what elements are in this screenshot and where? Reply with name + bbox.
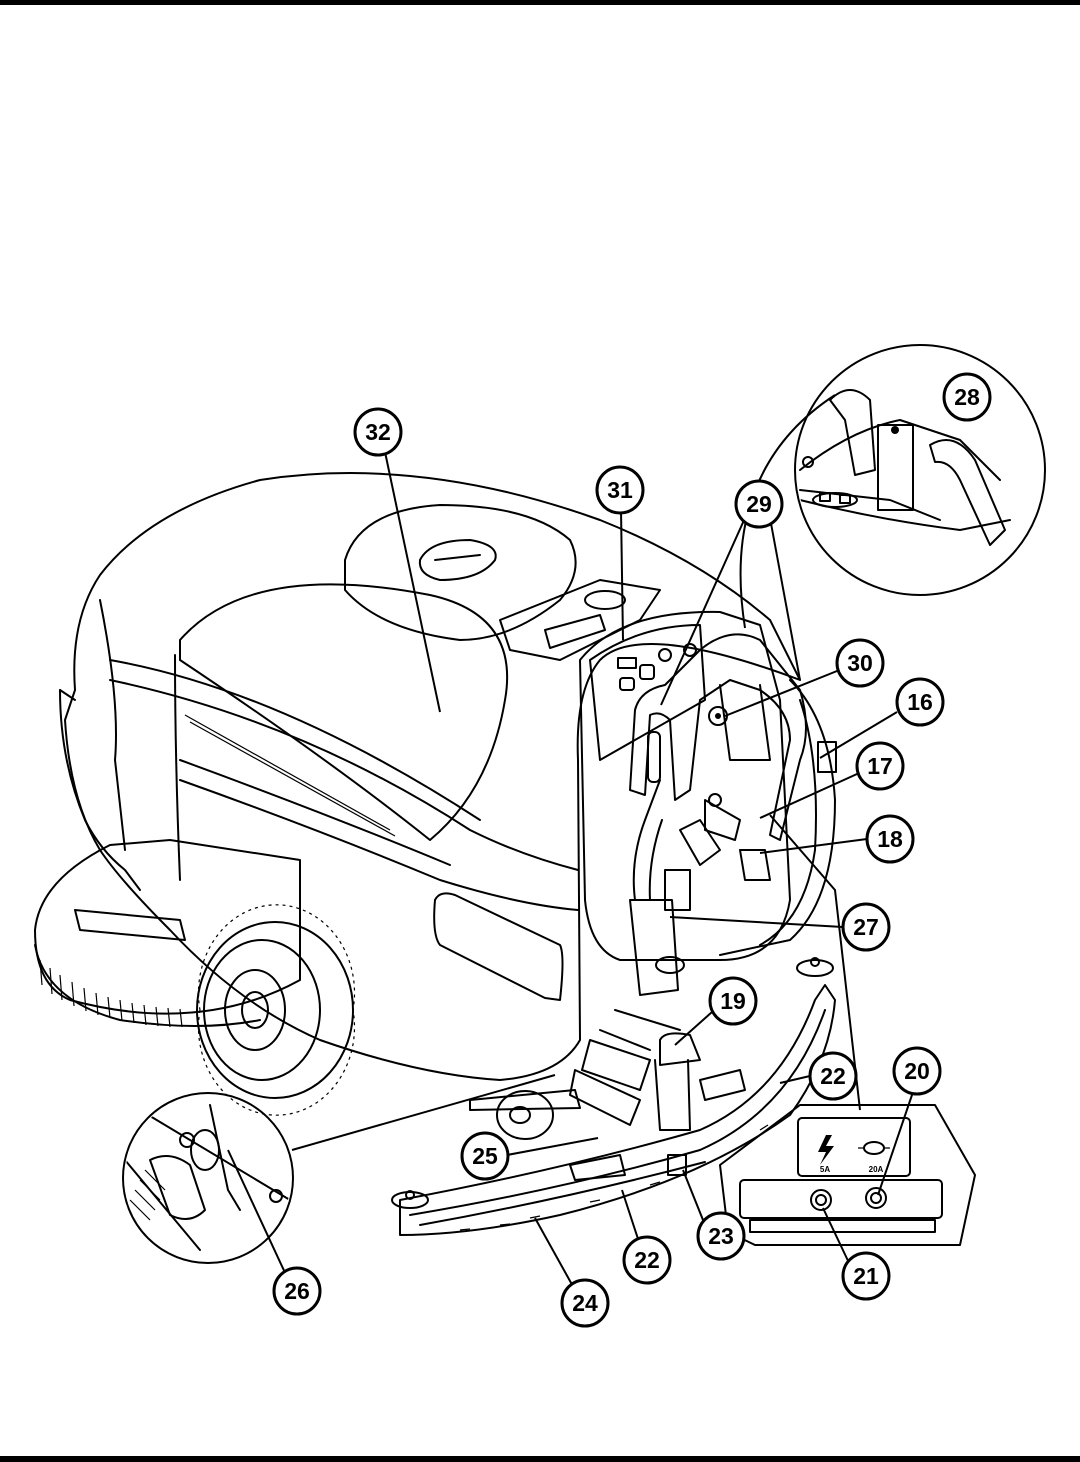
svg-text:19: 19	[720, 988, 746, 1014]
callout-20: 20	[892, 1046, 942, 1096]
top-rule	[0, 0, 1080, 5]
svg-text:22: 22	[820, 1063, 846, 1089]
charger-rating-left: 5A	[820, 1165, 830, 1174]
svg-text:17: 17	[867, 753, 893, 779]
svg-text:32: 32	[365, 419, 391, 445]
callout-22-upper: 22	[808, 1051, 858, 1101]
svg-text:31: 31	[607, 477, 633, 503]
svg-text:23: 23	[708, 1223, 734, 1249]
leader-lines	[227, 451, 914, 1291]
callout-23: 23	[696, 1211, 746, 1261]
callout-28: 28	[942, 372, 992, 422]
rear-wheel	[196, 904, 356, 1116]
svg-text:27: 27	[853, 914, 879, 940]
callout-27: 27	[841, 902, 891, 952]
machine-body	[59, 472, 837, 1081]
callout-25: 25	[460, 1131, 510, 1181]
bottom-rule	[0, 1456, 1080, 1462]
callout-29: 29	[734, 479, 784, 529]
svg-text:16: 16	[907, 689, 933, 715]
svg-text:30: 30	[847, 650, 873, 676]
callout-31: 31	[595, 465, 645, 515]
callout-16: 16	[895, 677, 945, 727]
svg-text:25: 25	[472, 1143, 498, 1169]
charger-rating-right: 20A	[869, 1165, 884, 1174]
callout-24: 24	[560, 1278, 610, 1328]
callout-19: 19	[708, 976, 758, 1026]
svg-text:21: 21	[853, 1263, 879, 1289]
svg-text:20: 20	[904, 1058, 930, 1084]
squeegee-assembly	[391, 957, 836, 1236]
callout-18: 18	[865, 814, 915, 864]
machine-drawing	[34, 472, 837, 1236]
scrub-deck	[34, 839, 301, 1028]
svg-text:24: 24	[572, 1290, 598, 1316]
callout-32: 32	[353, 407, 403, 457]
callout-26: 26	[272, 1266, 322, 1316]
callout-30: 30	[835, 638, 885, 688]
detail-circle-brush	[122, 1074, 556, 1264]
callout-22-lower: 22	[622, 1235, 672, 1285]
svg-text:18: 18	[877, 826, 903, 852]
svg-text:26: 26	[284, 1278, 310, 1304]
svg-text:28: 28	[954, 384, 980, 410]
detail-circle-handle	[739, 344, 1046, 629]
caster-wheel	[469, 1089, 581, 1140]
handlebar	[629, 633, 807, 841]
callout-21: 21	[841, 1251, 891, 1301]
charger-port-detail: 5A 20A	[719, 814, 976, 1246]
drain-hose-area	[599, 779, 771, 1131]
svg-text:29: 29	[746, 491, 772, 517]
callout-17: 17	[855, 741, 905, 791]
svg-text:22: 22	[634, 1247, 660, 1273]
